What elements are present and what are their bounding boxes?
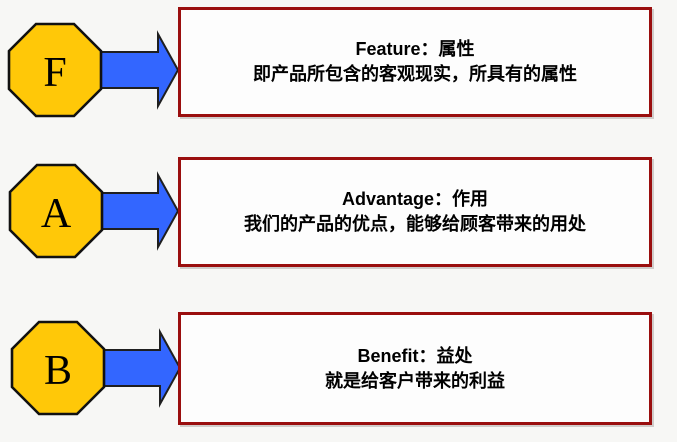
arrow-right-icon <box>92 30 180 110</box>
octagon-shape <box>7 22 103 118</box>
advantage-textbox: Advantage：作用 我们的产品的优点，能够给顾客带来的用处 <box>178 157 652 267</box>
octagon-b-badge: B <box>10 320 106 416</box>
benefit-textbox: Benefit：益处 就是给客户带来的利益 <box>178 312 652 425</box>
arrow-right-icon <box>92 171 180 251</box>
letter-b: B <box>43 347 72 394</box>
benefit-description: 就是给客户带来的利益 <box>325 370 505 391</box>
octagon-shape <box>10 320 106 416</box>
feature-textbox: Feature：属性 即产品所包含的客观现实，所具有的属性 <box>178 7 652 117</box>
octagon-a-badge: A <box>8 163 104 259</box>
arrow-right-icon <box>94 328 182 408</box>
letter-f: F <box>43 49 67 96</box>
advantage-heading: Advantage：作用 <box>341 189 489 209</box>
letter-a: A <box>40 190 72 237</box>
octagon-shape <box>8 163 104 259</box>
benefit-heading: Benefit：益处 <box>357 345 473 366</box>
advantage-description: 我们的产品的优点，能够给顾客带来的用处 <box>244 214 586 234</box>
octagon-f-badge: F <box>7 22 103 118</box>
feature-heading: Feature：属性 <box>355 39 475 59</box>
feature-description: 即产品所包含的客观现实，所具有的属性 <box>253 64 577 84</box>
